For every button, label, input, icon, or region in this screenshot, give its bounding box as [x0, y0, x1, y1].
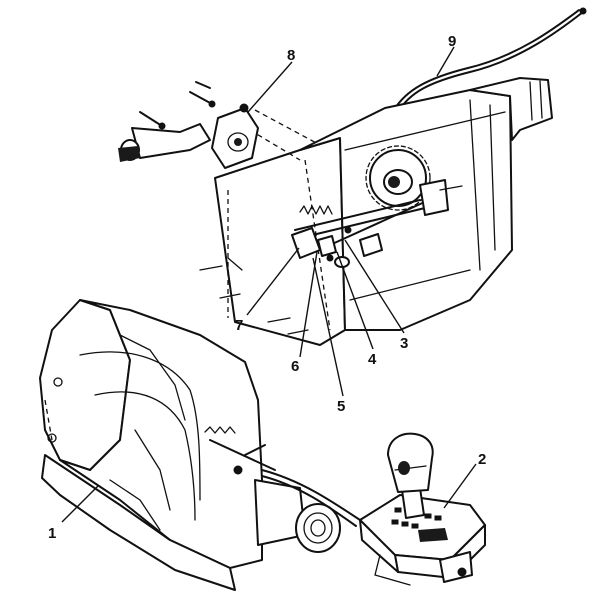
- selector-gear: [365, 145, 431, 211]
- lower-transmission: [39, 299, 361, 591]
- callout-3: 3: [400, 335, 408, 352]
- callout-8: 8: [287, 47, 295, 64]
- neutral-safety-switch: [118, 81, 259, 169]
- callout-2: 2: [478, 451, 486, 468]
- callout-9: 9: [448, 33, 456, 50]
- callout-5: 5: [337, 398, 345, 415]
- callout-7: 7: [235, 317, 243, 334]
- callout-leaders: [61, 46, 477, 523]
- callout-labels: 1 2 3 4 5 6 7 8 9: [48, 33, 486, 542]
- callout-6: 6: [291, 358, 299, 375]
- shift-lever-assembly: [359, 432, 486, 586]
- shift-linkage-rods: [291, 179, 463, 268]
- callout-1: 1: [48, 525, 56, 542]
- callout-4: 4: [368, 351, 377, 368]
